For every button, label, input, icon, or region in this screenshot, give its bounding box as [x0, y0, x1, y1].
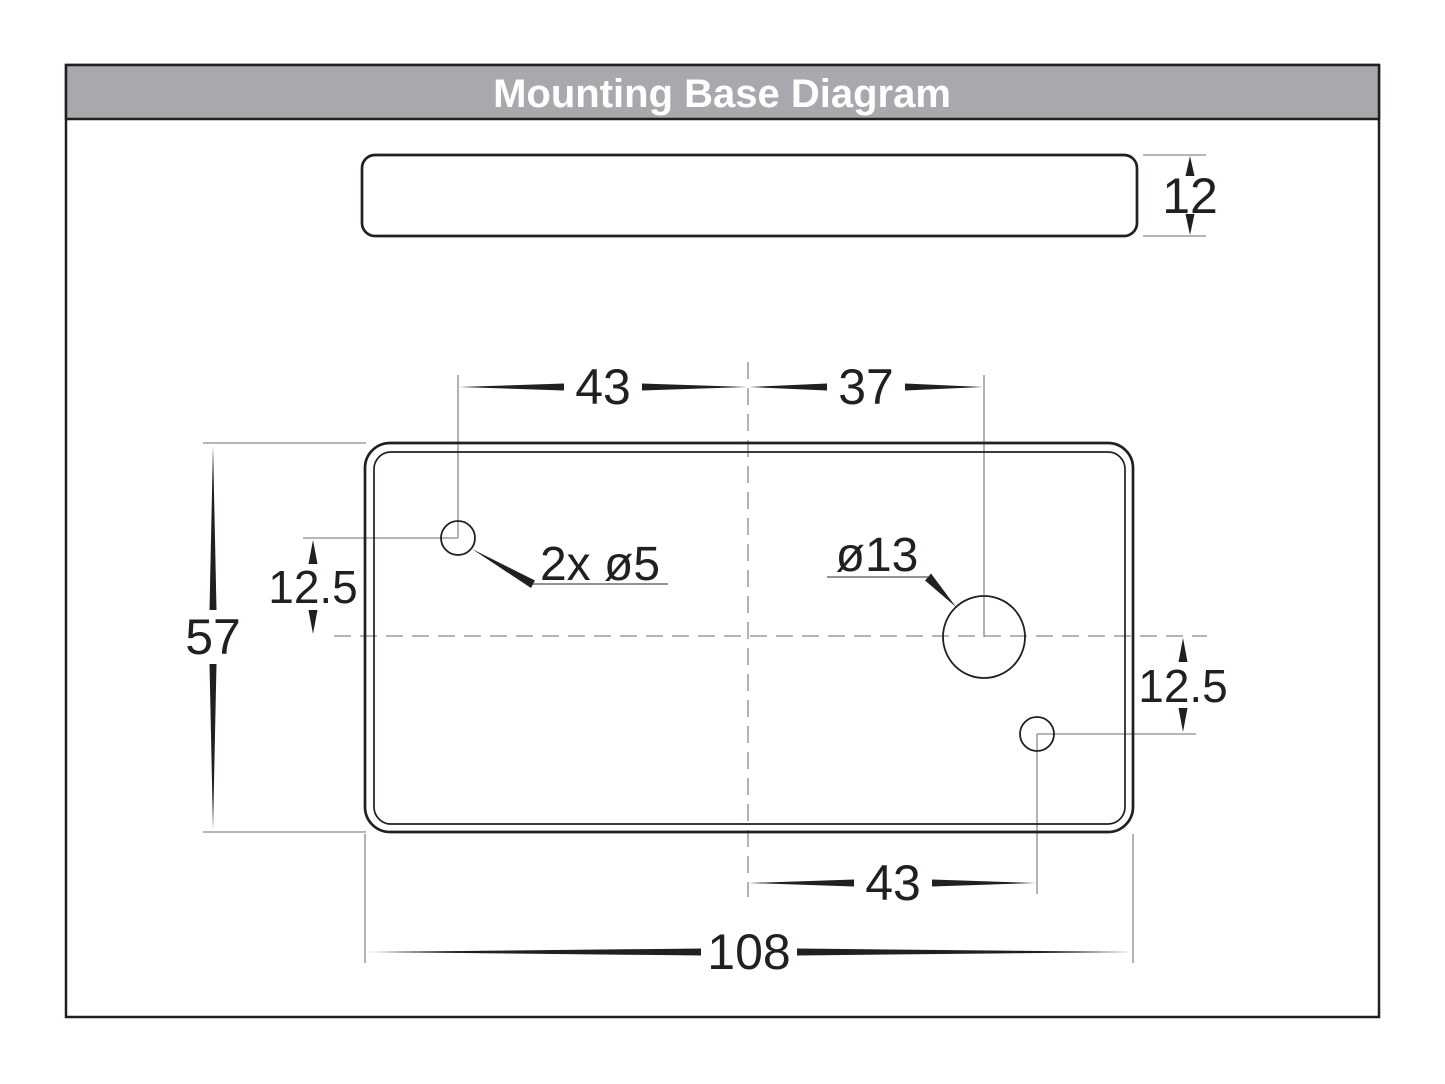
dim-right-hole-offset: 12.5: [1138, 638, 1228, 732]
dim-right-hole-offset-label: 12.5: [1138, 660, 1228, 712]
plate-outline-inner: [373, 451, 1126, 825]
dim-spike-right: [797, 948, 1132, 956]
arrow-up-icon: [308, 540, 318, 564]
dim-overall-width-label: 108: [707, 924, 790, 980]
cable-hole-callout: ø13: [827, 529, 956, 607]
arrow-down-icon: [308, 610, 318, 634]
page-title: Mounting Base Diagram: [493, 72, 951, 116]
side-view-outline: [360, 153, 1139, 238]
leader-line: [472, 549, 535, 588]
dim-left-hole-offset-label: 12.5: [268, 561, 358, 613]
arrow-up-icon: [1178, 638, 1188, 662]
cable-hole-callout-label: ø13: [836, 529, 919, 582]
dim-spike-left: [749, 879, 854, 887]
dim-thickness-label: 12: [1162, 168, 1218, 224]
screw-holes-callout: 2x ø5: [472, 538, 668, 591]
dim-spike-right: [905, 383, 983, 391]
dim-spike-up: [209, 445, 217, 610]
side-view: 12: [360, 153, 1218, 238]
cable-hole: [942, 595, 1026, 679]
dim-spike-left: [749, 383, 827, 391]
dim-spike-right: [642, 383, 747, 391]
dim-bottom-spacing-label: 43: [865, 855, 921, 911]
title-bar-background: [64, 63, 1381, 121]
screw-hole-bottom-right: [1019, 716, 1055, 752]
dim-overall-height: 57: [185, 445, 241, 830]
dim-spike-right: [932, 879, 1036, 887]
arrow-up-icon: [1185, 156, 1195, 176]
plan-view: 43 37 57 12.5 12.5 4: [185, 359, 1228, 980]
dim-top-spacing-right-label: 37: [838, 359, 894, 415]
dim-left-hole-offset: 12.5: [268, 540, 358, 634]
dim-overall-width: 108: [366, 924, 1132, 980]
arrow-down-icon: [1178, 708, 1188, 732]
dim-overall-height-label: 57: [185, 609, 241, 665]
dim-spike-left: [366, 948, 701, 956]
dim-top-spacing-right: 37: [749, 359, 983, 415]
title-bar: Mounting Base Diagram: [64, 63, 1381, 121]
dim-thickness: 12: [1143, 154, 1218, 237]
screw-hole-top-left: [440, 520, 476, 556]
screw-holes-callout-label: 2x ø5: [540, 538, 660, 591]
dim-bottom-spacing: 43: [749, 855, 1036, 911]
arrow-down-icon: [1185, 214, 1195, 235]
dim-top-spacing-left: 43: [459, 359, 747, 415]
dim-spike-left: [459, 383, 564, 391]
dim-top-spacing-left-label: 43: [575, 359, 631, 415]
leader-line: [925, 573, 956, 607]
dim-spike-down: [209, 664, 217, 830]
plate-outline-outer: [363, 441, 1135, 834]
